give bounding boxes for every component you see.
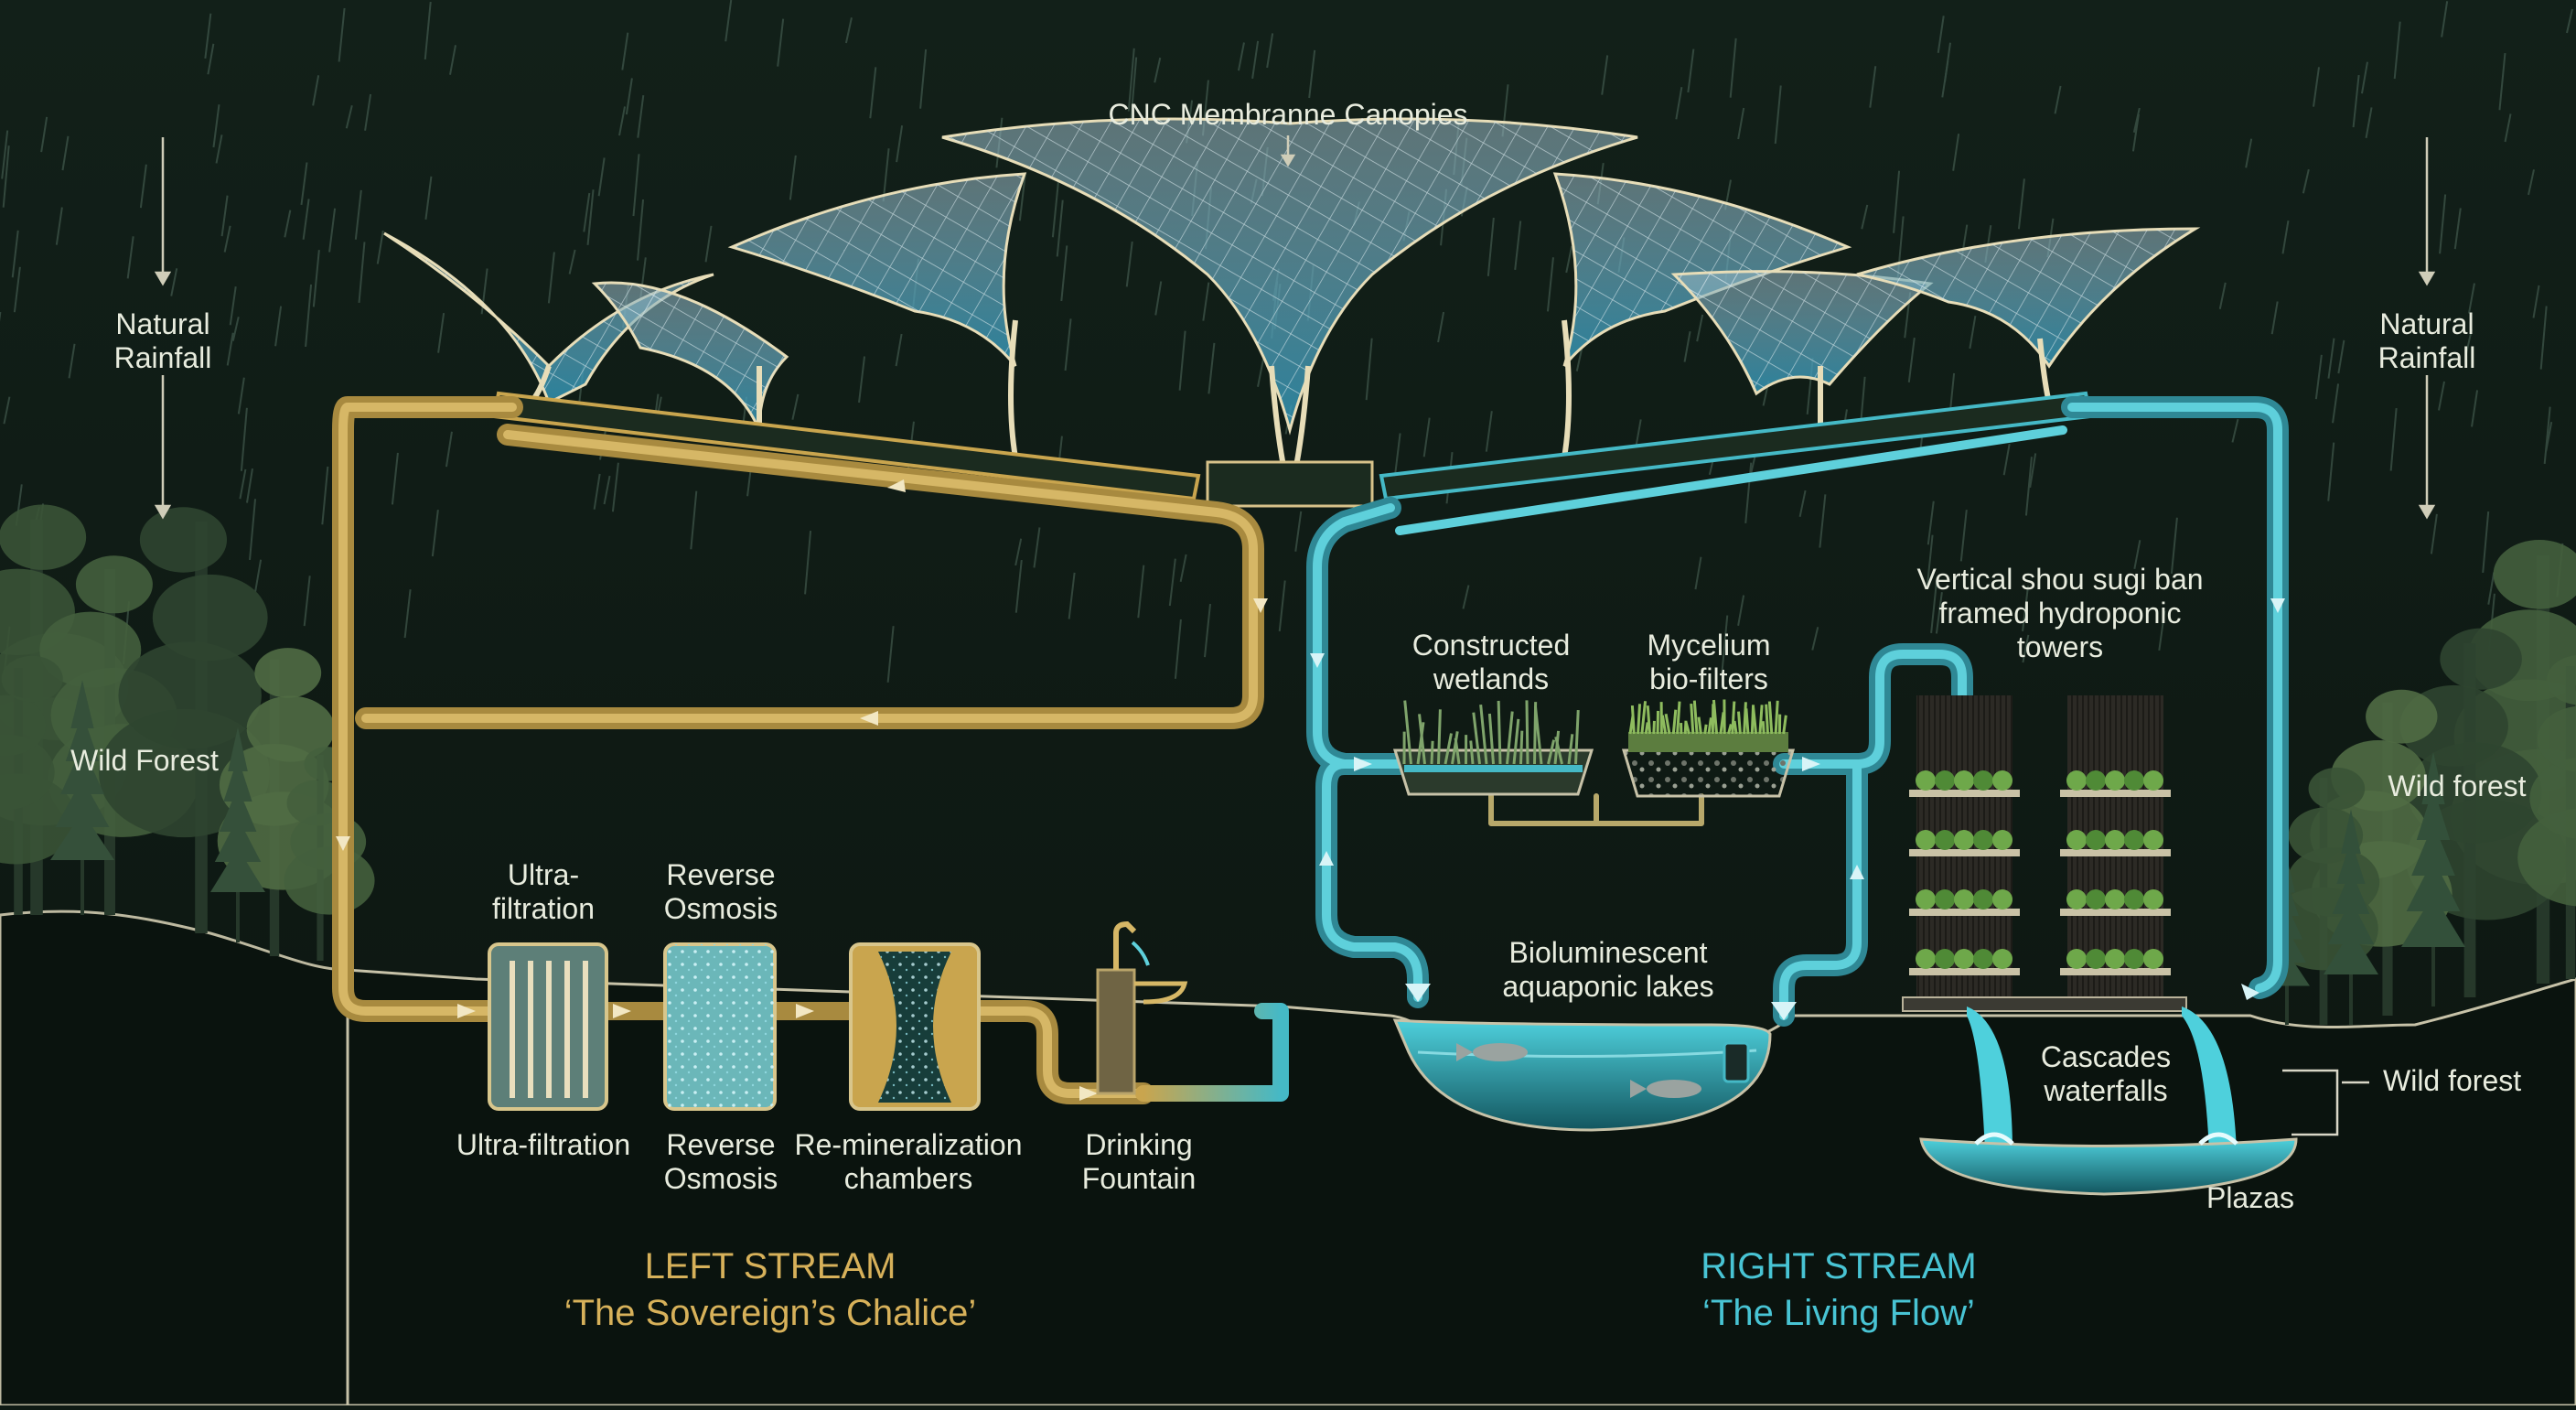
wild-forest-right-top-label: Wild forest xyxy=(2388,770,2526,802)
canopies-label: CNC Membranne Canopies xyxy=(1108,98,1467,131)
remin-line1: Re-mineralization xyxy=(795,1128,1023,1161)
ro-top-line2: Osmosis xyxy=(664,892,778,925)
plazas-label: Plazas xyxy=(2206,1181,2294,1214)
left-stream-title: LEFT STREAM xyxy=(645,1246,896,1286)
wetlands-line2: wetlands xyxy=(1433,662,1549,695)
ro-bottom-line2: Osmosis xyxy=(664,1162,778,1195)
ground-left xyxy=(0,911,348,1405)
left-stream-subtitle: ‘The Sovereign’s Chalice’ xyxy=(564,1293,977,1333)
lakes-line1: Bioluminescent xyxy=(1509,936,1708,969)
ro-bottom-line1: Reverse xyxy=(666,1128,775,1161)
mycelium-line1: Mycelium xyxy=(1647,629,1770,662)
ultra-filtration-unit xyxy=(489,944,606,1109)
ro-top-line1: Reverse xyxy=(666,858,775,891)
ultra-top-line1: Ultra- xyxy=(508,858,579,891)
right-stream-title: RIGHT STREAM xyxy=(1701,1246,1977,1286)
cascades-line1: Cascades xyxy=(2041,1040,2171,1073)
wild-forest-left-label: Wild Forest xyxy=(70,744,219,777)
rainfall-right-line1: Natural xyxy=(2379,307,2474,340)
ultra-bottom-label: Ultra-filtration xyxy=(456,1128,630,1161)
towers-line3: towers xyxy=(2017,630,2103,663)
rainfall-left-line2: Rainfall xyxy=(114,341,212,374)
fountain-line2: Fountain xyxy=(1082,1162,1197,1195)
rainfall-right-line2: Rainfall xyxy=(2378,341,2476,374)
towers-line1: Vertical shou sugi ban xyxy=(1916,563,2203,596)
remin-line2: chambers xyxy=(844,1162,973,1195)
lakes-line2: aquaponic lakes xyxy=(1502,970,1713,1003)
rainfall-left-line1: Natural xyxy=(115,307,209,340)
fountain-line1: Drinking xyxy=(1085,1128,1192,1161)
remineralization-unit xyxy=(851,944,979,1109)
towers-line2: framed hydroponic xyxy=(1938,597,2181,630)
wetlands-line1: Constructed xyxy=(1412,629,1571,662)
right-stream-subtitle: ‘The Living Flow’ xyxy=(1702,1293,1975,1333)
ultra-top-line2: filtration xyxy=(492,892,595,925)
wild-forest-right-bottom-label: Wild forest xyxy=(2383,1064,2521,1097)
mycelium-line2: bio-filters xyxy=(1649,662,1768,695)
reverse-osmosis-unit xyxy=(665,944,775,1109)
cascades-line2: waterfalls xyxy=(2043,1074,2167,1107)
